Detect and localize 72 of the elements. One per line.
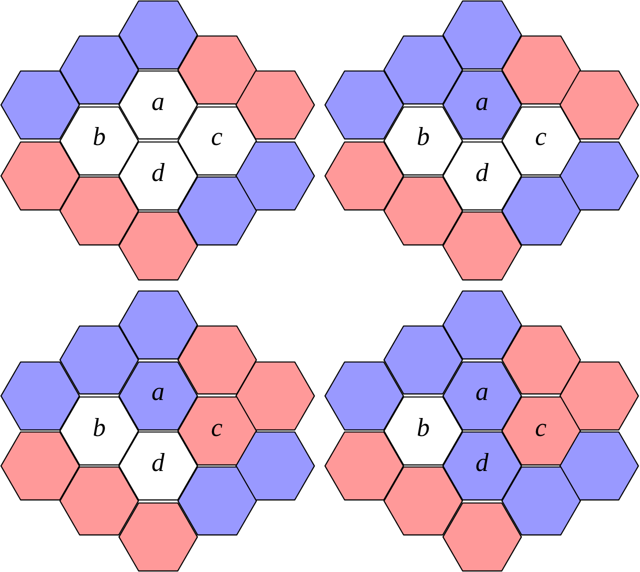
hexagon-tile: [0, 140, 81, 211]
hexagon-tile: [118, 211, 198, 282]
hexagon-tile: [442, 360, 522, 430]
hexagon-tile: [235, 140, 316, 211]
hexagon-tile: [176, 396, 257, 466]
hexagon-tile: [442, 70, 522, 140]
hexagon-tile: [118, 70, 198, 140]
hexagon-tile: [500, 466, 581, 536]
hexagon-tile: [383, 325, 464, 396]
hexagon-tile: [59, 176, 140, 246]
hex-letter: d: [475, 450, 488, 476]
hex-letter: b: [416, 124, 430, 150]
hex-letter: d: [151, 450, 164, 476]
hexagon-tile: [442, 290, 522, 360]
hex-letter: c: [211, 414, 223, 441]
hexagon-tile: [235, 70, 316, 140]
hex-letter: a: [475, 379, 488, 406]
hexagon-tile: [0, 431, 81, 501]
hexagon-tile: [59, 106, 140, 176]
hex-letter: c: [535, 414, 547, 441]
hexagon-tile: [118, 431, 198, 501]
hexagon-tile: [118, 140, 198, 211]
hexagon-tile: [442, 431, 522, 501]
hexagon-tile: [324, 140, 405, 211]
hexagon-tile: [59, 325, 140, 396]
hex-letter: a: [151, 379, 164, 406]
hexagon-tile: [176, 466, 257, 536]
hexagon-tile: [176, 325, 257, 396]
hexagon-tile: [0, 360, 81, 430]
hexagon-tile: [118, 502, 198, 572]
hexagon-tile: [118, 290, 198, 360]
hexagon-tile: [500, 106, 581, 176]
hexagon-tile: [383, 396, 464, 466]
hexagon-tile: [500, 35, 581, 105]
hex-letter: c: [211, 124, 223, 150]
hexagon-tile: [559, 431, 640, 501]
hexagon-tile: [383, 176, 464, 246]
hexagon-tile: [500, 176, 581, 246]
hexagon-tile: [559, 360, 640, 430]
hexagon-tile: [500, 325, 581, 396]
hex-letter: d: [151, 160, 164, 186]
hexagon-tile: [176, 106, 257, 176]
hex-letter: b: [92, 124, 106, 150]
hexagon-tile: [442, 0, 522, 70]
hexagon-tile: [176, 35, 257, 105]
hexagon-tile: [176, 176, 257, 246]
hexagon-tile: [500, 396, 581, 466]
hexagon-tile: [442, 140, 522, 211]
hexagon-tile: [559, 140, 640, 211]
hex-letter: b: [416, 414, 430, 441]
hexagon-tile: [559, 70, 640, 140]
hexagon-tile: [324, 431, 405, 501]
hexagon-tile: [442, 502, 522, 572]
hexagon-tile: [0, 70, 81, 140]
hexagon-tile: [118, 360, 198, 430]
hexagon-tile: [383, 106, 464, 176]
hexagon-tile: [442, 211, 522, 282]
hex-letter: c: [535, 124, 547, 150]
hexagon-tile: [59, 396, 140, 466]
hexagon-tile: [118, 0, 198, 70]
hexagon-tile: [324, 360, 405, 430]
hex-letter: d: [475, 160, 488, 186]
hexagon-tile: [235, 360, 316, 430]
hexagon-tile: [324, 70, 405, 140]
hexagon-tile: [383, 466, 464, 536]
hex-letter: a: [151, 89, 164, 116]
hex-letter: a: [475, 89, 488, 116]
hexagon-tile: [59, 35, 140, 105]
hexagon-tile: [235, 431, 316, 501]
hex-letter: b: [92, 414, 106, 441]
hexagon-tile: [59, 466, 140, 536]
hexagon-tile: [383, 35, 464, 105]
